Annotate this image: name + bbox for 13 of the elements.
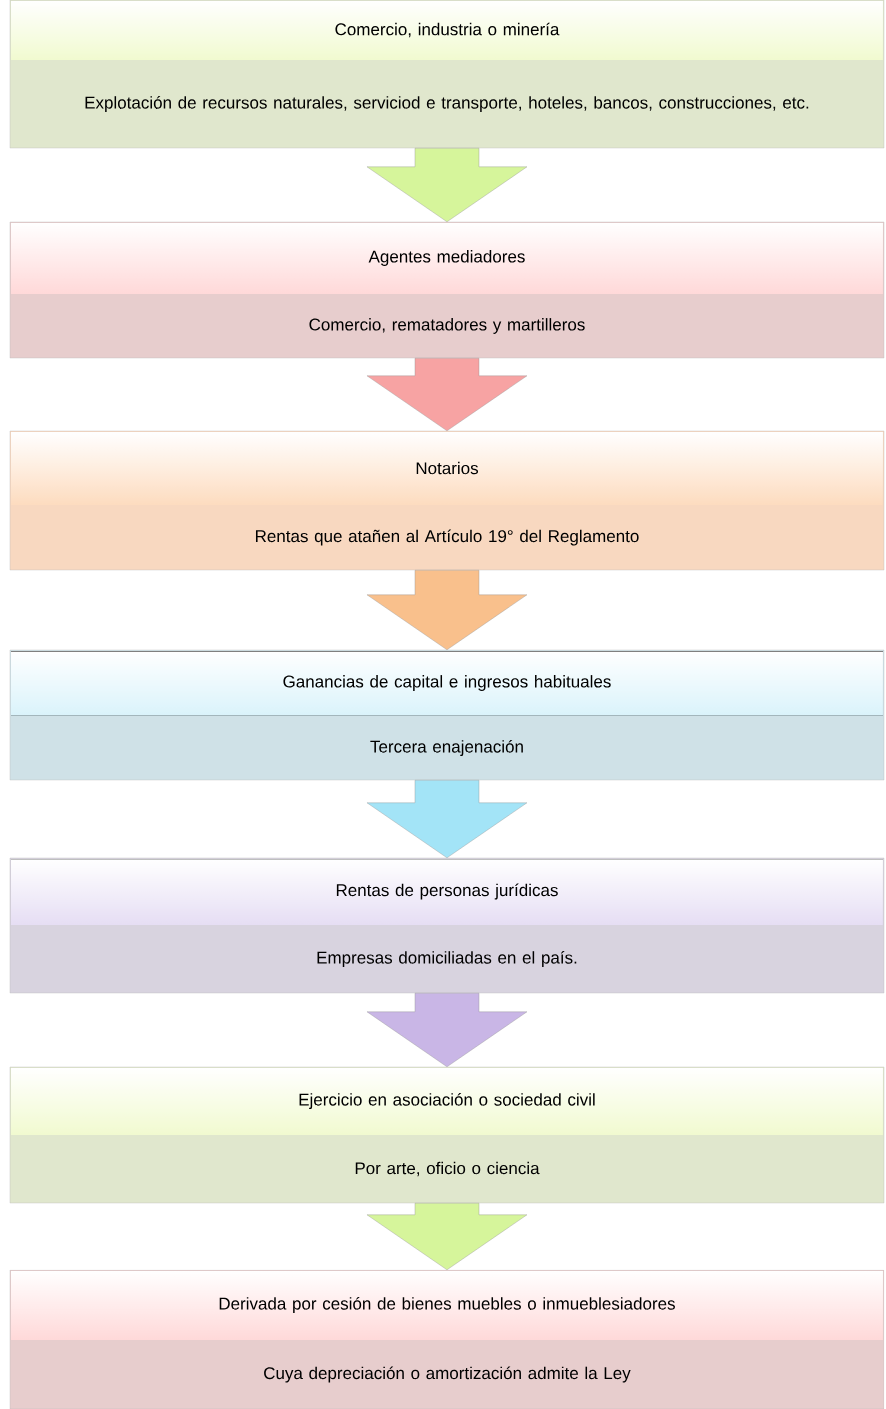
flow-box: Rentas de personas jurídicas Empresas domiciliadas en el país. [9,857,885,994]
block-arrow [366,993,528,1067]
flow-box: Comercio, industria o minería Explotación de recursos naturales, serviciod e transporte, hoteles, bancos, construcciones, etc. [9,0,885,149]
flow-box: Derivada por cesión de bienes muebles o inmueblesiadores Cuya depreciación o amortización admite la Ley [9,1269,885,1409]
flow-box: Ejercicio en asociación o sociedad civil Por arte, oficio o ciencia [9,1066,885,1204]
flow-box: Agentes mediadores Comercio, rematadores y martilleros [9,221,885,359]
block-arrow [366,358,528,431]
flow-box: Notarios Rentas que atañen al Artículo 19° del Reglamento [9,430,885,571]
block-arrow [366,570,528,650]
block-arrow [366,780,528,858]
flow-box: Ganancias de capital e ingresos habituales Tercera enajenación [9,649,885,781]
block-arrow [366,148,528,222]
block-arrow [366,1203,528,1270]
